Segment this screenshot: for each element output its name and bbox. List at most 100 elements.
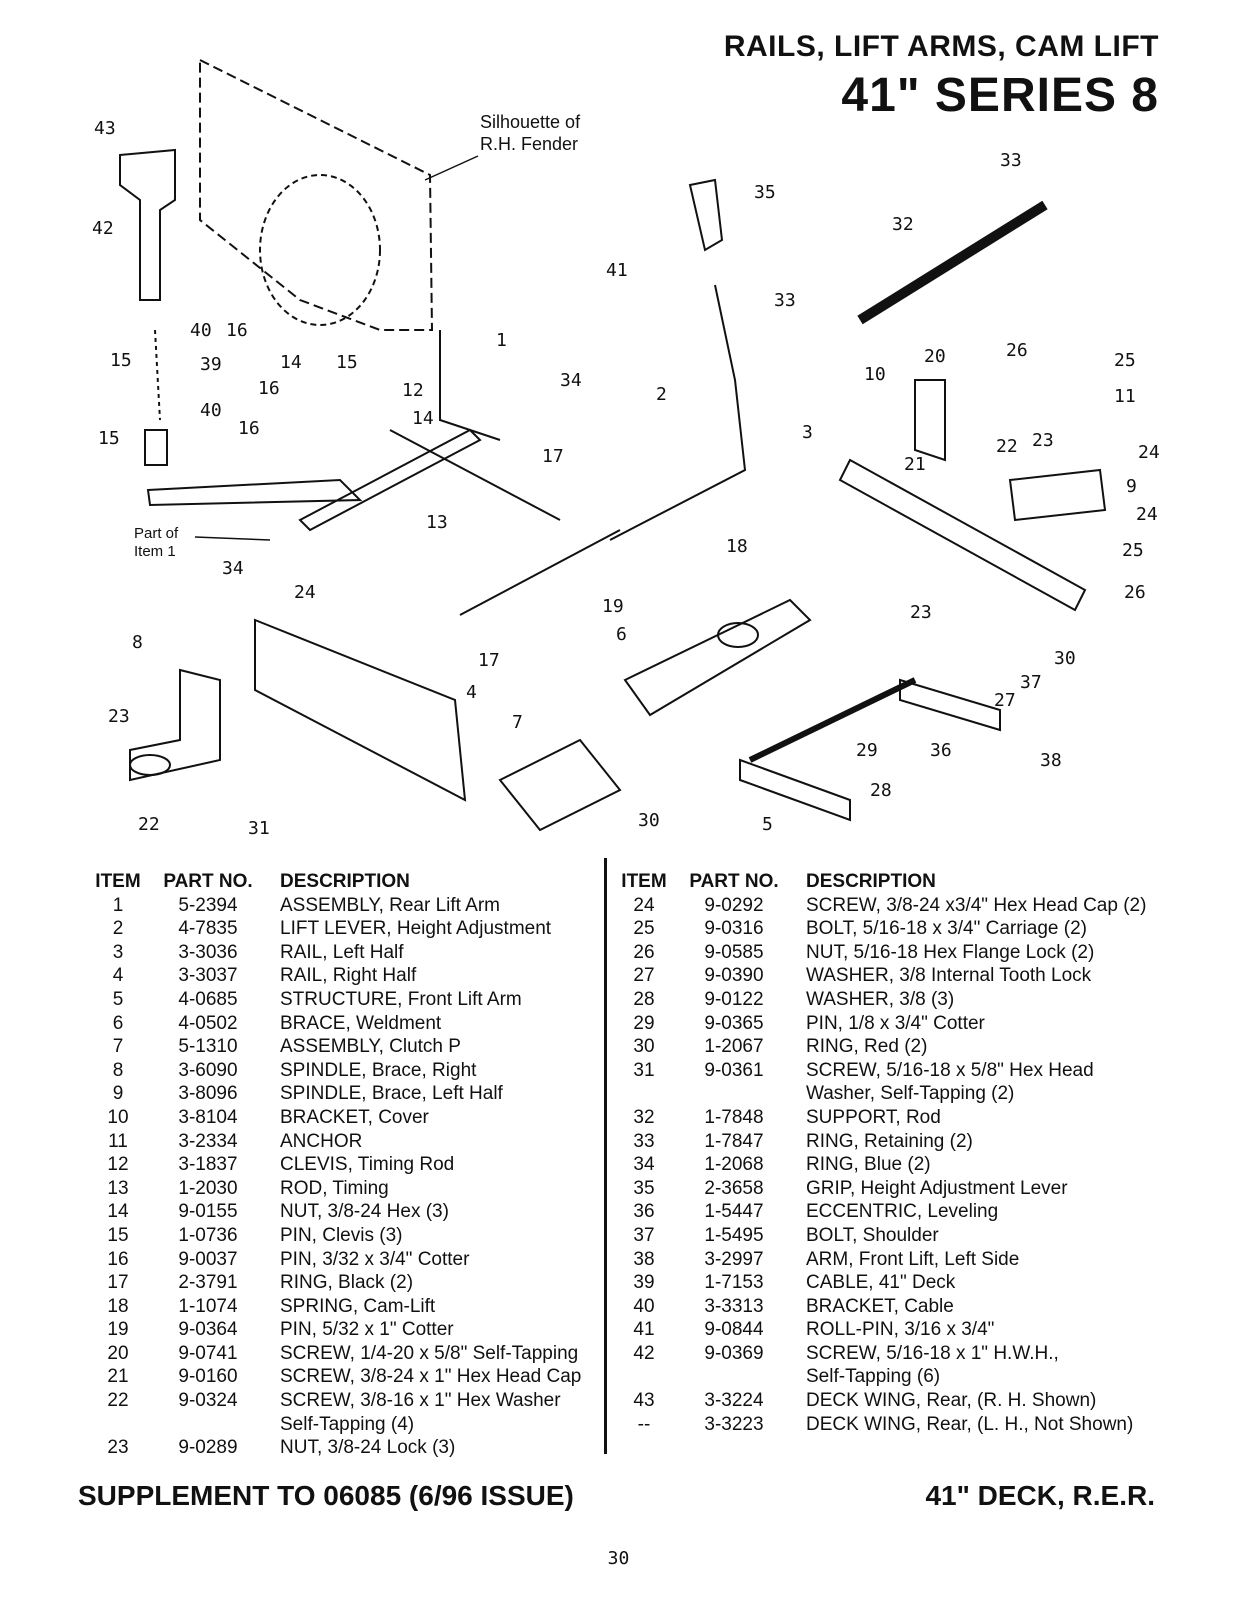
item-cell: 15 bbox=[107, 1224, 129, 1246]
rear-lift-arm-pivot bbox=[298, 428, 482, 532]
description-cell: PIN, 5/32 x 1" Cotter bbox=[280, 1319, 454, 1341]
fender-silhouette bbox=[199, 58, 434, 331]
item-cell: 18 bbox=[107, 1295, 129, 1317]
callout-2: 2 bbox=[656, 384, 667, 405]
rail-bracket-shape bbox=[1008, 468, 1107, 522]
item-cell: 17 bbox=[107, 1272, 129, 1294]
part-no-cell: 3-3313 bbox=[704, 1295, 764, 1317]
item-cell: 39 bbox=[633, 1272, 655, 1294]
callout-18: 18 bbox=[726, 536, 748, 557]
footer-supplement-note: SUPPLEMENT TO 06085 (6/96 ISSUE) bbox=[78, 1480, 574, 1511]
table-row: 39 1-7153 CABLE, 41" Deck bbox=[618, 1271, 1178, 1295]
callout-39: 39 bbox=[200, 354, 222, 375]
lever-grip-shape bbox=[688, 178, 724, 252]
item-cell: 41 bbox=[633, 1319, 655, 1341]
part-no-cell: 9-0324 bbox=[178, 1390, 238, 1412]
table-header-left: ITEM PART NO. DESCRIPTION bbox=[92, 870, 598, 894]
description-cell: CABLE, 41" Deck bbox=[806, 1272, 956, 1294]
description-cell: RING, Red (2) bbox=[806, 1036, 928, 1058]
callout-14: 14 bbox=[280, 352, 302, 373]
callout-15: 15 bbox=[110, 350, 132, 371]
callout-15c: 15 bbox=[336, 352, 358, 373]
part-no-cell: 3-3224 bbox=[704, 1390, 764, 1412]
part-no-cell: 9-0289 bbox=[178, 1437, 238, 1459]
callout-17b: 17 bbox=[478, 650, 500, 671]
item-cell: 23 bbox=[107, 1437, 129, 1459]
part-no-cell: 3-8104 bbox=[178, 1106, 238, 1128]
description-cell: BRACKET, Cover bbox=[280, 1106, 429, 1128]
callout-22: 22 bbox=[138, 814, 160, 835]
support-rod-shape bbox=[857, 200, 1048, 325]
item-cell: 26 bbox=[633, 941, 655, 963]
description-cell: CLEVIS, Timing Rod bbox=[280, 1154, 455, 1176]
item-cell: 8 bbox=[112, 1059, 124, 1081]
part-no-cell: 9-0844 bbox=[704, 1319, 764, 1341]
callout-24b: 24 bbox=[1138, 442, 1160, 463]
callout-38: 38 bbox=[1040, 750, 1062, 771]
header-description: DESCRIPTION bbox=[806, 871, 936, 892]
description-cell: WASHER, 3/8 Internal Tooth Lock bbox=[806, 965, 1092, 987]
front-lift-rod-shape bbox=[748, 677, 917, 763]
callout-19: 19 bbox=[602, 596, 624, 617]
part-no-cell: 3-2997 bbox=[704, 1248, 764, 1270]
description-cell: ROLL-PIN, 3/16 x 3/4" bbox=[806, 1319, 995, 1341]
description-cell: SCREW, 3/8-24 x 1" Hex Head Cap bbox=[280, 1366, 582, 1388]
leader-lines bbox=[194, 155, 479, 541]
description-cell: SPRING, Cam-Lift bbox=[280, 1295, 436, 1317]
description-cell: RAIL, Left Half bbox=[280, 941, 404, 963]
part-no-cell: 4-0502 bbox=[178, 1012, 238, 1034]
item-cell: 24 bbox=[633, 894, 655, 916]
item-cell: 27 bbox=[633, 965, 655, 987]
part-no-cell: 2-3791 bbox=[178, 1272, 238, 1294]
fender-wheel-outline bbox=[259, 174, 381, 326]
description-cell: ECCENTRIC, Leveling bbox=[806, 1201, 999, 1223]
description-cell: BOLT, 5/16-18 x 3/4" Carriage (2) bbox=[806, 918, 1087, 940]
item-cell: 37 bbox=[633, 1224, 655, 1246]
callout-16c: 16 bbox=[258, 378, 280, 399]
callout-33b: 33 bbox=[774, 290, 796, 311]
callout-34: 34 bbox=[560, 370, 582, 391]
callout-6: 6 bbox=[616, 624, 627, 645]
item-cell: 36 bbox=[633, 1201, 655, 1223]
table-row: 21 9-0160 SCREW, 3/8-24 x 1" Hex Head Cap bbox=[92, 1365, 598, 1389]
description-cell: PIN, 1/8 x 3/4" Cotter bbox=[806, 1012, 985, 1034]
callout-25: 25 bbox=[1114, 350, 1136, 371]
item-cell: 31 bbox=[633, 1059, 655, 1081]
lift-lever-shape bbox=[609, 284, 747, 541]
header-item: ITEM bbox=[95, 871, 141, 892]
item-cell: 29 bbox=[633, 1012, 655, 1034]
page-title-line2: 41" SERIES 8 bbox=[841, 69, 1159, 122]
item-cell: 5 bbox=[112, 988, 124, 1010]
part-no-cell: 1-7153 bbox=[704, 1272, 764, 1294]
description-cell: WASHER, 3/8 (3) bbox=[806, 988, 955, 1010]
callout-21: 21 bbox=[904, 454, 926, 475]
item-cell: 21 bbox=[107, 1366, 129, 1388]
callout-41: 41 bbox=[606, 260, 628, 281]
table-column-divider bbox=[604, 858, 607, 1454]
cam-shaft-shape bbox=[459, 529, 621, 616]
part-no-cell: 1-5447 bbox=[704, 1201, 764, 1223]
item-cell: 13 bbox=[107, 1177, 129, 1199]
item-cell: 28 bbox=[633, 988, 655, 1010]
callout-30b: 30 bbox=[1054, 648, 1076, 669]
part-no-cell: 9-0160 bbox=[178, 1366, 238, 1388]
callout-40: 40 bbox=[190, 320, 212, 341]
part-no-cell: 3-3037 bbox=[178, 965, 238, 987]
part-no-cell: 9-0741 bbox=[178, 1342, 238, 1364]
description-cell: ASSEMBLY, Clutch P bbox=[280, 1036, 461, 1058]
part-no-cell: 1-1074 bbox=[178, 1295, 238, 1317]
part-no-cell: 9-0292 bbox=[704, 894, 764, 916]
description-cell: PIN, Clevis (3) bbox=[280, 1224, 403, 1246]
part-no-cell: 5-1310 bbox=[178, 1036, 238, 1058]
